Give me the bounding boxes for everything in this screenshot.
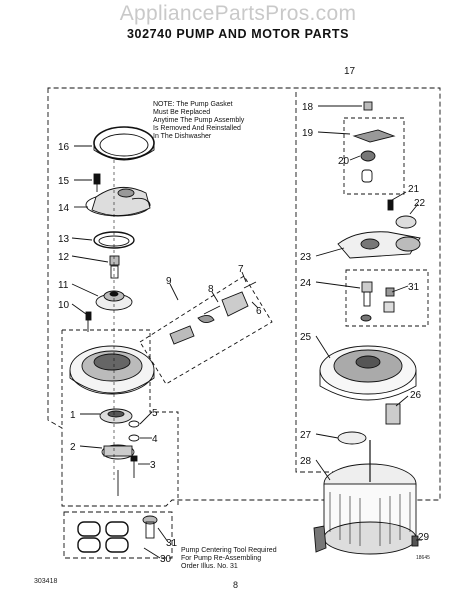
centering-tool-caption: Pump Centering Tool Required For Pump Re…: [181, 547, 277, 570]
kit-9-boundary: [139, 275, 273, 385]
part-24-coupling: [360, 281, 395, 322]
part-16-pump-gasket: [93, 126, 155, 161]
callout-11: 11: [58, 280, 69, 291]
part-18-cap: [363, 101, 373, 111]
part-20-spring: [360, 150, 376, 183]
callout-13: 13: [58, 234, 70, 245]
gasket-note: NOTE: The Pump Gasket Must Be Replaced A…: [153, 101, 245, 140]
callout-27: 27: [300, 430, 312, 441]
kit-24-boundary: [345, 269, 429, 327]
part-21-screw: [387, 199, 394, 211]
callout-21: 21: [408, 184, 420, 195]
part-8-valve: [197, 291, 249, 323]
callout-24: 24: [300, 278, 312, 289]
callout-16: 16: [58, 142, 70, 153]
callout-20: 20: [338, 156, 350, 167]
part-6-pin: [243, 281, 257, 289]
part-29-screw: [411, 535, 419, 547]
part-1-seal: [99, 408, 133, 424]
callout-23: 23: [300, 252, 312, 263]
part-27-disc: [337, 431, 367, 445]
callout-4: 4: [152, 434, 158, 445]
callout-17: 17: [344, 66, 356, 77]
callout-28: 28: [300, 456, 312, 467]
callout-14: 14: [58, 203, 70, 214]
pump-housing: [69, 345, 155, 395]
pump-assembly-boundary: [61, 329, 179, 506]
callout-12: 12: [58, 252, 70, 263]
part-9-fitting: [169, 325, 195, 345]
watermark: AppliancePartsPros.com: [119, 2, 357, 25]
callout-19: 19: [302, 128, 314, 139]
callout-9: 9: [166, 276, 172, 287]
assembly-17-boundary: [47, 87, 441, 507]
callout-31-upper: 31: [408, 282, 420, 293]
callout-26: 26: [410, 390, 422, 401]
part-15-screw: [93, 173, 101, 192]
document-number: 303418: [34, 578, 58, 585]
part-30-centering-tool: [77, 521, 129, 553]
callout-22: 22: [414, 198, 426, 209]
callout-31-lower: 31: [166, 538, 178, 549]
part-12-nut: [109, 255, 120, 279]
callout-2: 2: [70, 442, 76, 453]
callout-3: 3: [150, 460, 156, 471]
part-31-tool-plug: [142, 515, 158, 539]
tool-30-boundary: [63, 511, 173, 559]
callout-7: 7: [238, 264, 244, 275]
callout-18: 18: [302, 102, 314, 113]
callout-30: 30: [160, 554, 172, 565]
callout-6: 6: [256, 306, 262, 317]
part-5-ring: [128, 420, 140, 428]
part-10-screw: [85, 311, 92, 332]
part-22-ring: [395, 215, 417, 229]
part-28-motor: [313, 440, 417, 555]
part-23-mount-plate: [337, 231, 421, 259]
part-19-bracket: [352, 129, 396, 143]
callout-labels: 17 16 15 14 13 12 11 10 9 8 7 6 5 4 3 2 …: [58, 66, 430, 565]
callout-29: 29: [418, 532, 430, 543]
callout-15: 15: [58, 176, 70, 187]
part-25-motor-housing: [319, 345, 417, 401]
callout-25: 25: [300, 332, 312, 343]
callout-5: 5: [152, 408, 158, 419]
corner-code: 18645: [416, 555, 430, 561]
part-4-ring: [128, 434, 140, 442]
part-26-relay: [385, 403, 401, 425]
callout-10: 10: [58, 300, 70, 311]
callout-1: 1: [70, 410, 76, 421]
page-number: 8: [233, 580, 239, 590]
page-title: 302740 PUMP AND MOTOR PARTS: [126, 27, 350, 41]
kit-19-boundary: [343, 117, 405, 195]
part-14-pump-cover: [85, 187, 151, 217]
callout-8: 8: [208, 284, 214, 295]
part-3-screw: [130, 455, 138, 478]
part-2-base: [101, 444, 135, 460]
